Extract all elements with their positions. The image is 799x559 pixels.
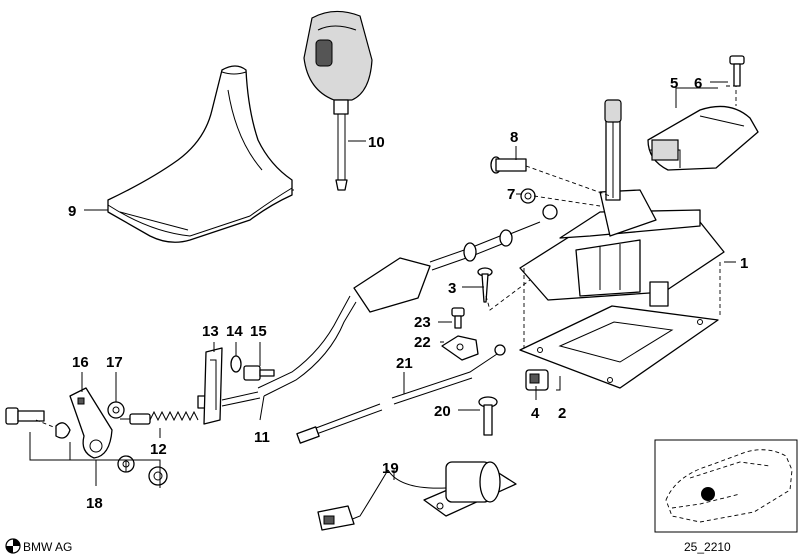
- shift-knob[interactable]: [303, 10, 373, 191]
- brand-footer: BMW AG: [23, 540, 72, 554]
- bmw-logo-icon: [5, 538, 21, 554]
- hex-nut[interactable]: [520, 188, 536, 204]
- callout-20: 20: [434, 403, 451, 420]
- callout-8: 8: [510, 129, 518, 146]
- callout-14: 14: [226, 323, 243, 340]
- callout-9: 9: [68, 203, 76, 220]
- callout-13: 13: [202, 323, 219, 340]
- callout-1: 1: [740, 255, 748, 272]
- interlock-cable[interactable]: [296, 344, 506, 444]
- holder-screw[interactable]: [243, 365, 275, 381]
- cable-bracket[interactable]: [441, 335, 479, 361]
- callout-4: 4: [531, 405, 540, 422]
- callout-15: 15: [250, 323, 267, 340]
- callout-19: 19: [382, 460, 399, 477]
- callout-7: 7: [507, 186, 515, 203]
- callout-2: 2: [558, 405, 566, 422]
- base-gasket[interactable]: [519, 305, 719, 389]
- callout-12: 12: [150, 441, 167, 458]
- location-marker-icon: [701, 487, 715, 501]
- callout-11: 11: [254, 429, 270, 446]
- vehicle-locator-inset: [654, 439, 798, 533]
- selector-housing[interactable]: [519, 99, 725, 307]
- solenoid-screw[interactable]: [478, 396, 498, 436]
- callout-5: 5: [670, 75, 678, 92]
- self-tapping-screw[interactable]: [477, 267, 493, 303]
- shift-lever-arm[interactable]: [69, 387, 113, 459]
- diagram-code: 25_2210: [684, 540, 731, 554]
- small-screw[interactable]: [451, 307, 465, 329]
- callout-6: 6: [694, 75, 702, 92]
- callout-18: 18: [86, 495, 103, 512]
- interlock-solenoid[interactable]: [317, 461, 517, 531]
- cable-holder[interactable]: [203, 347, 223, 425]
- selector-cable[interactable]: [197, 204, 558, 409]
- cap-nut[interactable]: [148, 466, 168, 486]
- shift-boot[interactable]: [107, 65, 293, 243]
- spacer-washer[interactable]: [55, 422, 71, 439]
- selector-cover[interactable]: [647, 105, 759, 171]
- callout-17: 17: [106, 354, 123, 371]
- callout-16: 16: [72, 354, 89, 371]
- callout-21: 21: [396, 355, 413, 372]
- hex-bolt[interactable]: [5, 407, 45, 425]
- washer[interactable]: [230, 355, 242, 373]
- callout-23: 23: [414, 314, 431, 331]
- cable-spring[interactable]: [120, 410, 199, 425]
- callout-3: 3: [448, 280, 456, 297]
- callout-10: 10: [368, 134, 385, 151]
- callout-22: 22: [414, 334, 431, 351]
- pivot-bolt[interactable]: [490, 156, 527, 174]
- cover-screw[interactable]: [729, 55, 745, 87]
- cable-clip[interactable]: [525, 369, 549, 391]
- lever-nut[interactable]: [107, 401, 125, 419]
